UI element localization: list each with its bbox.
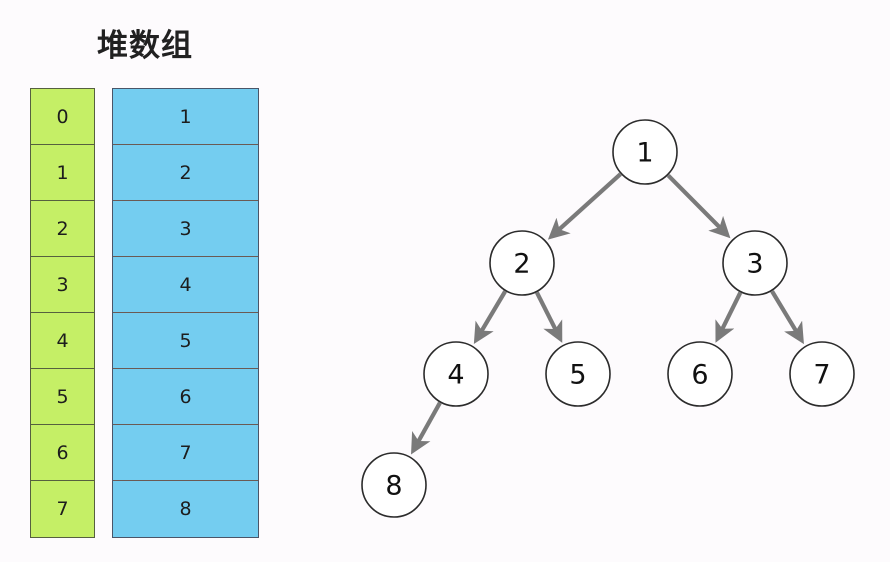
tree-node-label-3: 3	[746, 249, 763, 280]
tree-node-circle-5	[545, 341, 611, 407]
tree-node-label-2: 2	[513, 249, 530, 280]
tree-node-6: 6	[667, 341, 733, 407]
array-index-cell-3: 3	[31, 257, 94, 313]
tree-node-circle-2	[489, 230, 555, 296]
tree-node-circle-6	[667, 341, 733, 407]
tree-edge-1-to-2	[547, 172, 622, 240]
array-value-cell-1: 2	[113, 145, 258, 201]
tree-node-3: 3	[722, 230, 788, 296]
tree-node-8: 8	[361, 452, 427, 518]
tree-node-label-6: 6	[691, 360, 708, 391]
array-value-cell-5: 6	[113, 369, 258, 425]
array-index-cell-1: 1	[31, 145, 94, 201]
tree-node-1: 1	[612, 119, 678, 185]
tree-node-label-4: 4	[447, 360, 464, 391]
tree-node-5: 5	[545, 341, 611, 407]
tree-edge-2-to-5	[534, 291, 563, 343]
array-index-cell-2: 2	[31, 201, 94, 257]
tree-node-label-5: 5	[569, 360, 586, 391]
tree-node-circle-8	[361, 452, 427, 518]
tree-node-7: 7	[789, 341, 855, 407]
array-index-cell-7: 7	[31, 481, 94, 537]
array-value-cell-2: 3	[113, 201, 258, 257]
tree-node-label-8: 8	[385, 471, 402, 502]
tree-node-circle-4	[423, 341, 489, 407]
array-value-cell-6: 7	[113, 425, 258, 481]
tree-node-circle-7	[789, 341, 855, 407]
array-value-cell-4: 5	[113, 313, 258, 369]
tree-edge-group	[411, 172, 804, 455]
tree-node-group: 1 2 3 4 5 6 7 8	[361, 119, 855, 518]
tree-edge-3-to-7	[770, 290, 804, 345]
tree-node-circle-1	[612, 119, 678, 185]
array-value-cell-7: 8	[113, 481, 258, 537]
tree-node-4: 4	[423, 341, 489, 407]
array-index-cell-4: 4	[31, 313, 94, 369]
tree-edge-3-to-6	[715, 291, 743, 343]
array-value-cell-3: 4	[113, 257, 258, 313]
page-title: 堆数组	[97, 28, 193, 63]
array-index-cell-0: 0	[31, 89, 94, 145]
tree-edge-4-to-8	[411, 401, 442, 455]
tree-edge-1-to-3	[666, 173, 731, 239]
array-index-cell-6: 6	[31, 425, 94, 481]
tree-node-label-1: 1	[636, 138, 653, 169]
tree-edge-2-to-4	[473, 290, 507, 344]
tree-node-circle-3	[722, 230, 788, 296]
array-index-cell-5: 5	[31, 369, 94, 425]
array-value-cell-0: 1	[113, 89, 258, 145]
tree-node-2: 2	[489, 230, 555, 296]
tree-node-label-7: 7	[813, 360, 830, 391]
